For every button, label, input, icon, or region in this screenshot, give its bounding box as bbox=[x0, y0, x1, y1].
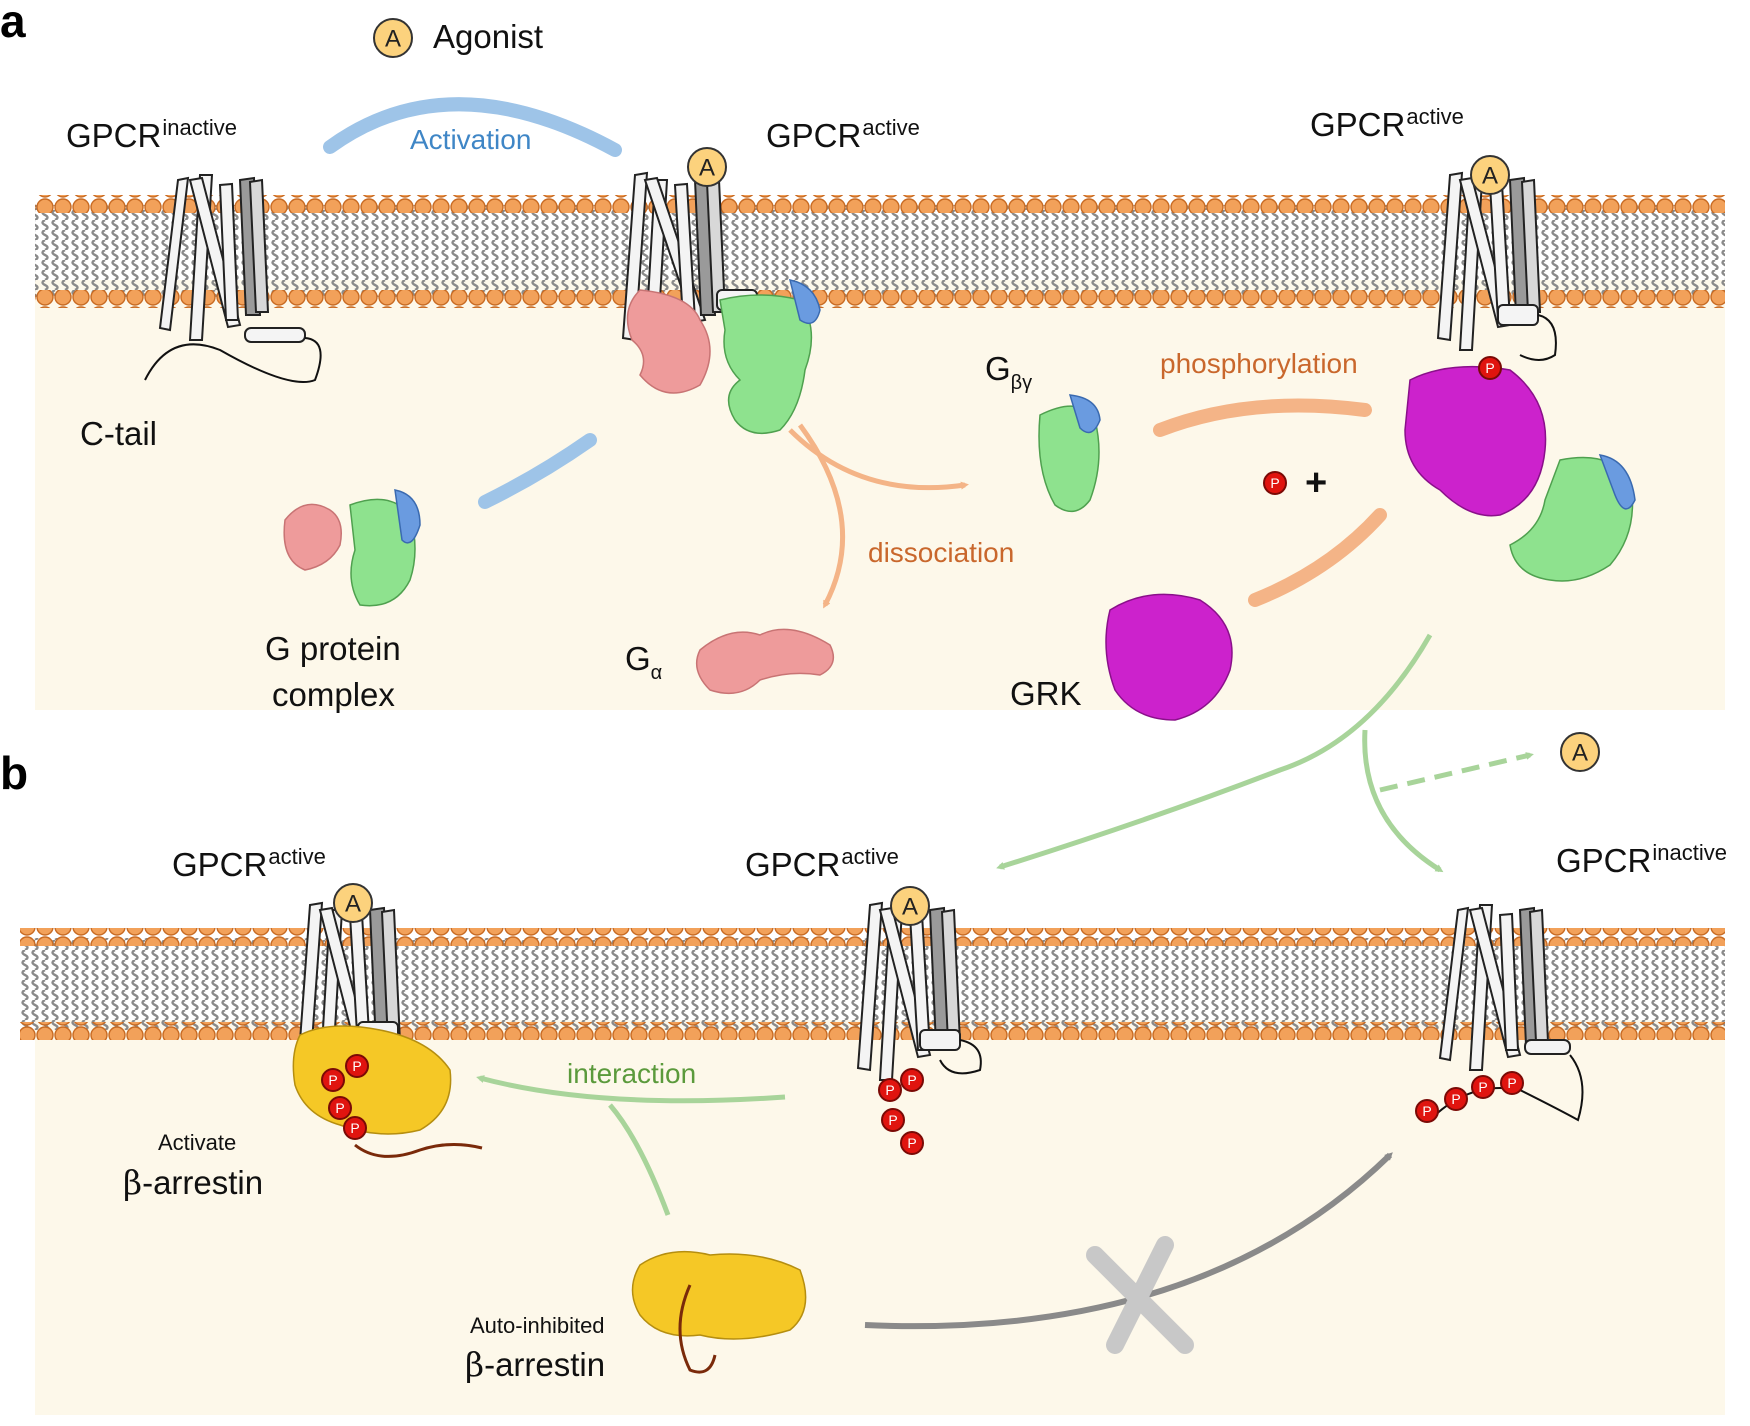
phospho-icon-4: P bbox=[328, 1096, 352, 1120]
g-protein-complex bbox=[283, 489, 421, 607]
interaction-arrow bbox=[476, 1075, 786, 1104]
grk-arrow bbox=[1248, 508, 1387, 607]
phospho-icon-9: P bbox=[900, 1131, 924, 1155]
svg-text:A: A bbox=[385, 26, 401, 53]
phospho-icon-13: P bbox=[1500, 1071, 1524, 1095]
agonist-legend-icon: A bbox=[373, 18, 413, 58]
gpcr-active-label-b1: GPCRactive bbox=[172, 844, 326, 883]
phospho-icon-1: P bbox=[1263, 471, 1287, 495]
gpcr-active-receptor-2 bbox=[621, 171, 758, 351]
svg-text:A: A bbox=[902, 894, 918, 921]
svg-text:P: P bbox=[1478, 1079, 1487, 1095]
phospho-icon-0: P bbox=[1478, 356, 1502, 380]
phospho-icon-6: P bbox=[878, 1078, 902, 1102]
gpcr-active-label-2: GPCRactive bbox=[766, 115, 920, 154]
interaction-label: interaction bbox=[567, 1058, 697, 1089]
agonist-label: Agonist bbox=[433, 18, 544, 55]
agonist-icon-receptor-2: A bbox=[687, 147, 727, 187]
auto-inhibited-label: Auto-inhibited bbox=[470, 1313, 605, 1338]
phospho-icon-12: P bbox=[1471, 1075, 1495, 1099]
gpcr-active-label-3: GPCRactive bbox=[1310, 104, 1464, 143]
grk-free bbox=[1105, 593, 1233, 721]
svg-text:A: A bbox=[1572, 740, 1588, 767]
g-protein-label-line2: complex bbox=[272, 676, 395, 713]
grk-label: GRK bbox=[1010, 675, 1082, 712]
blocked-arrow bbox=[864, 1152, 1393, 1330]
activation-arrow bbox=[323, 97, 622, 157]
agonist-icon-receptor-3: A bbox=[1470, 155, 1510, 195]
gpcr-active-receptor-b2 bbox=[856, 901, 982, 1081]
svg-text:P: P bbox=[907, 1072, 916, 1088]
panel-label-b: b bbox=[0, 747, 29, 799]
svg-text:P: P bbox=[1422, 1103, 1431, 1119]
svg-text:P: P bbox=[1507, 1075, 1516, 1091]
phospho-icon-8: P bbox=[881, 1108, 905, 1132]
phospho-icon-2: P bbox=[321, 1068, 345, 1092]
svg-text:P: P bbox=[907, 1135, 916, 1151]
svg-text:A: A bbox=[699, 155, 715, 182]
svg-text:P: P bbox=[1485, 360, 1494, 376]
svg-text:P: P bbox=[888, 1112, 897, 1128]
svg-text:A: A bbox=[1482, 163, 1498, 190]
panel-label-a: a bbox=[0, 0, 26, 47]
membrane-a-heads-top bbox=[35, 195, 1725, 213]
svg-text:P: P bbox=[1451, 1091, 1460, 1107]
gpcr-inactive-receptor-b3 bbox=[1429, 904, 1584, 1122]
panel-a-background bbox=[35, 195, 1725, 710]
svg-text:P: P bbox=[1270, 475, 1279, 491]
beta-arrestin-inhibited-label: β-arrestin bbox=[465, 1345, 606, 1384]
phospho-icon-7: P bbox=[900, 1068, 924, 1092]
beta-arrestin-active-label: β-arrestin bbox=[123, 1163, 264, 1202]
dissociation-label: dissociation bbox=[868, 537, 1015, 568]
svg-text:P: P bbox=[335, 1100, 344, 1116]
g-protein-label-line1: G protein bbox=[265, 630, 401, 667]
svg-text:P: P bbox=[885, 1082, 894, 1098]
gpcr-active-label-b2: GPCRactive bbox=[745, 844, 899, 883]
gpcr-inactive-label-b3: GPCRinactive bbox=[1556, 840, 1727, 879]
gpcr-active-receptor-b1 bbox=[296, 901, 402, 1081]
arrestin-to-receptor-arrow bbox=[608, 1103, 671, 1216]
phospho-icon-11: P bbox=[1444, 1087, 1468, 1111]
phosphorylation-arrow bbox=[1153, 398, 1372, 437]
c-tail-label: C-tail bbox=[80, 415, 158, 452]
dissociation-arrow-2 bbox=[797, 423, 846, 609]
g-beta-gamma-label: Gβγ bbox=[985, 350, 1033, 394]
agonist-icon-b1: A bbox=[333, 883, 373, 923]
plus-sign: + bbox=[1305, 462, 1328, 504]
phosphorylation-label: phosphorylation bbox=[1160, 348, 1358, 379]
g-beta-gamma bbox=[1038, 394, 1101, 513]
receptor-split-arrow-right bbox=[1362, 729, 1444, 873]
agonist-icon-released: A bbox=[1560, 732, 1600, 772]
svg-text:P: P bbox=[352, 1058, 361, 1074]
g-alpha bbox=[695, 628, 835, 695]
agonist-icon-b2: A bbox=[890, 886, 930, 926]
g-protein-bound bbox=[626, 279, 821, 435]
agonist-release-arrow bbox=[1379, 752, 1534, 793]
activate-label: Activate bbox=[158, 1130, 237, 1155]
gpcr-inactive-label-1: GPCRinactive bbox=[66, 115, 237, 154]
activation-label: Activation bbox=[410, 124, 532, 155]
g-protein-arrow bbox=[478, 433, 597, 509]
svg-text:A: A bbox=[345, 891, 361, 918]
phospho-icon-3: P bbox=[345, 1054, 369, 1078]
grk-bound bbox=[1404, 365, 1636, 582]
svg-text:P: P bbox=[350, 1120, 359, 1136]
g-alpha-label: Gα bbox=[625, 640, 663, 684]
blocked-cross-icon bbox=[1086, 1236, 1194, 1354]
svg-text:P: P bbox=[328, 1072, 337, 1088]
phospho-icon-10: P bbox=[1415, 1099, 1439, 1123]
beta-arrestin-auto-inhibited bbox=[631, 1250, 807, 1374]
gpcr-inactive-receptor-1 bbox=[144, 174, 322, 383]
membrane-a-heads-bottom bbox=[35, 290, 1725, 308]
receptor-split-arrow-left bbox=[996, 633, 1433, 870]
phospho-icon-5: P bbox=[343, 1116, 367, 1140]
dissociation-arrow-1 bbox=[788, 428, 969, 491]
gpcr-active-receptor-3 bbox=[1436, 171, 1557, 361]
